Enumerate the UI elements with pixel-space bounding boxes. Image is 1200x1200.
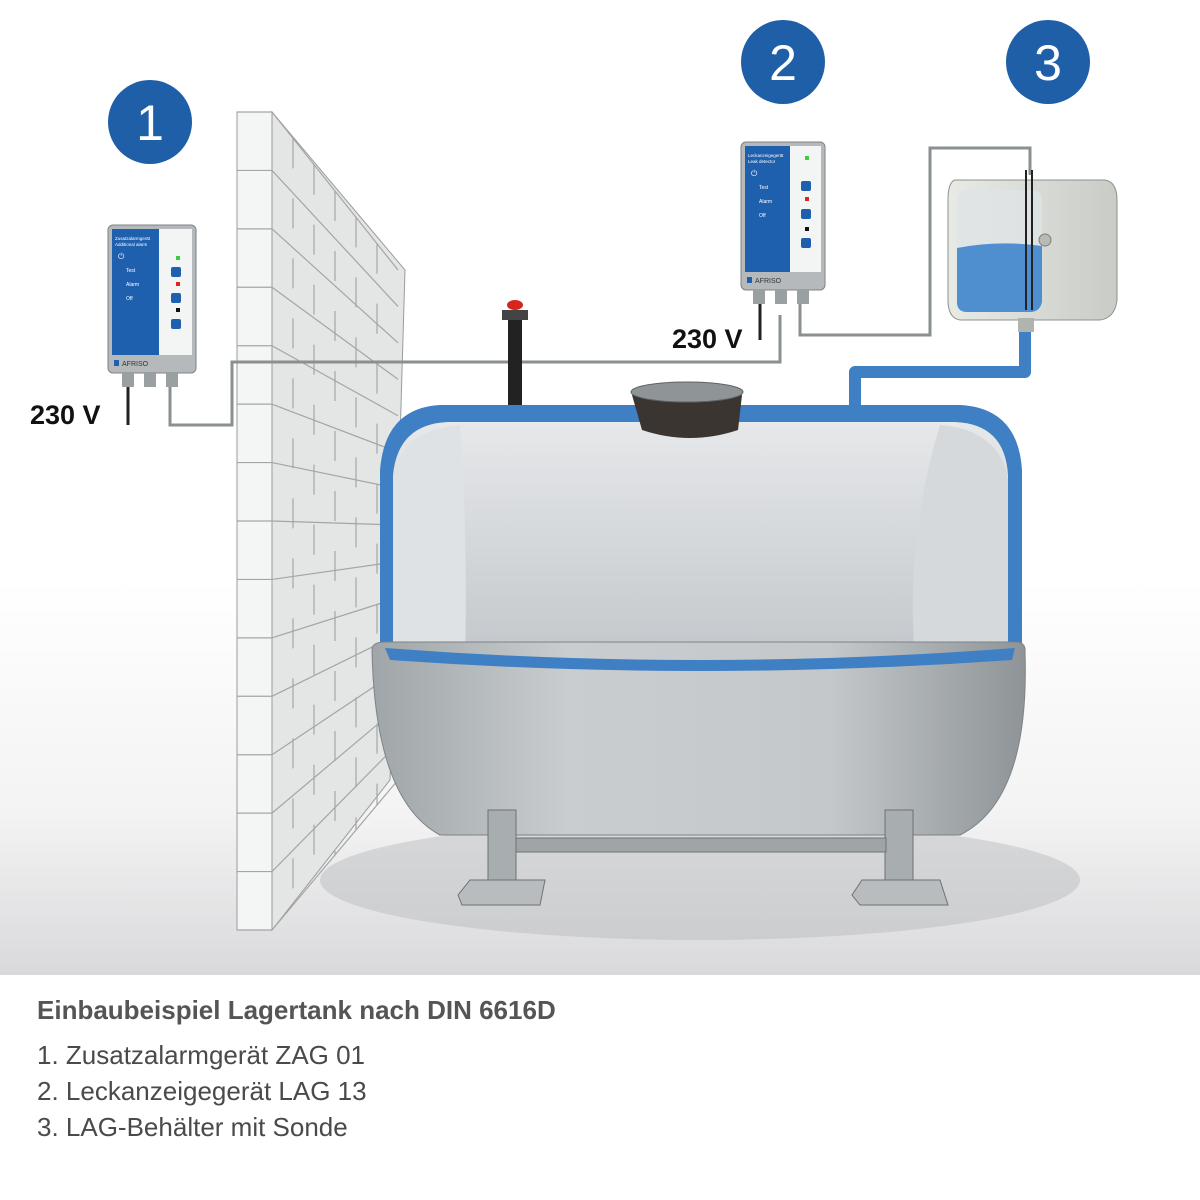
row-test: Test (759, 185, 769, 191)
brand-logo: AFRISO (755, 278, 782, 285)
off-button[interactable] (171, 319, 181, 329)
row-alarm: Alarm (759, 199, 772, 205)
led-green (176, 256, 180, 260)
signal-cable (168, 315, 782, 427)
led-red (805, 197, 809, 201)
caption-item-1: 1. Zusatzalarmgerät ZAG 01 (37, 1040, 366, 1070)
vent-cap (507, 300, 523, 310)
badge-2: 2 (741, 20, 825, 104)
test-button[interactable] (801, 181, 811, 191)
device-zag01: Zusatzalarmgerät Additional alarm ⏻ Test… (107, 224, 197, 387)
caption-title: Einbaubeispiel Lagertank nach DIN 6616D (37, 995, 556, 1025)
alarm-button[interactable] (171, 293, 181, 303)
lag-container-with-probe (947, 170, 1118, 332)
voltage-label-2: 230 V (672, 324, 743, 354)
vent-pipe (508, 315, 522, 410)
led-red (176, 282, 180, 286)
voltage-label-1: 230 V (30, 400, 101, 430)
badge-1: 1 (108, 80, 192, 164)
leak-pipe (849, 320, 1031, 408)
device-lag13: Leckanzeigegerät Leak detector ⏻ Test Al… (740, 141, 826, 304)
led-green (805, 156, 809, 160)
brand-logo: AFRISO (122, 361, 149, 368)
power-icon: ⏻ (751, 169, 758, 178)
svg-text:1: 1 (136, 95, 164, 151)
liquid-level (957, 243, 1042, 312)
caption-item-3: 3. LAG-Behälter mit Sonde (37, 1112, 348, 1142)
row-off: Off (126, 296, 133, 302)
device1-title: Zusatzalarmgerät (115, 236, 151, 241)
device1-subtitle: Additional alarm (115, 242, 148, 247)
row-off: Off (759, 213, 766, 219)
caption-item-2: 2. Leckanzeigegerät LAG 13 (37, 1076, 367, 1106)
row-alarm: Alarm (126, 282, 139, 288)
row-test: Test (126, 268, 136, 274)
alarm-button[interactable] (801, 209, 811, 219)
test-button[interactable] (171, 267, 181, 277)
device2-title: Leckanzeigegerät (748, 153, 784, 158)
device2-subtitle: Leak detector (748, 159, 776, 164)
probe-cable (798, 146, 1032, 337)
manhole (632, 395, 742, 438)
power-icon: ⏻ (118, 252, 125, 261)
off-button[interactable] (801, 238, 811, 248)
badge-3: 3 (1006, 20, 1090, 104)
svg-text:2: 2 (769, 35, 797, 91)
storage-tank (371, 381, 1026, 906)
installation-illustration: Zusatzalarmgerät Additional alarm ⏻ Test… (0, 20, 1200, 975)
brick-wall (236, 110, 406, 932)
svg-text:3: 3 (1034, 35, 1062, 91)
